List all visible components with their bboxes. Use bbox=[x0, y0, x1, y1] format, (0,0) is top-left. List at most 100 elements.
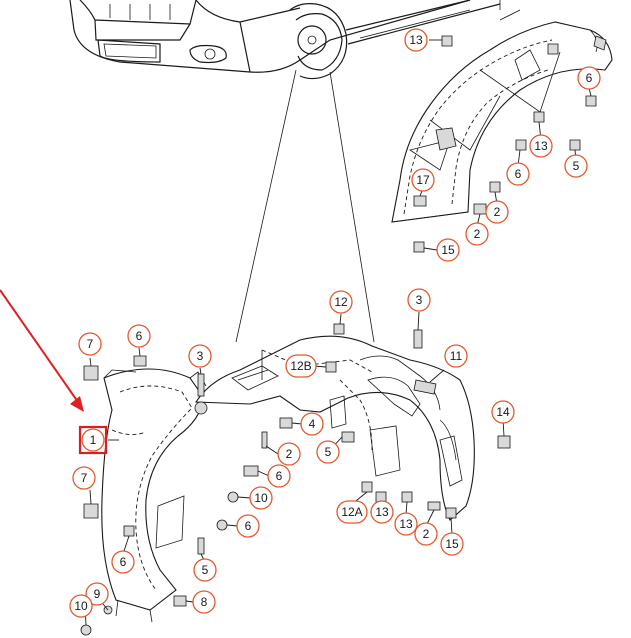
callout-10: 10 bbox=[69, 594, 93, 618]
callout-8: 8 bbox=[192, 590, 216, 614]
callout-circle bbox=[506, 162, 530, 186]
car-front-illustration bbox=[69, 0, 501, 80]
callout-label: 14 bbox=[496, 405, 510, 419]
callout-circle bbox=[85, 582, 109, 606]
callout-label: 2 bbox=[494, 205, 501, 219]
callout-7: 7 bbox=[78, 332, 102, 356]
callout-label: 6 bbox=[276, 469, 283, 483]
callout-label: 6 bbox=[136, 329, 143, 343]
callout-12: 12 bbox=[329, 290, 353, 314]
callout-circle bbox=[127, 324, 151, 348]
callout-label: 10 bbox=[74, 599, 88, 613]
callout-label: 13 bbox=[534, 139, 548, 153]
callout-label: 5 bbox=[202, 563, 209, 577]
callout-3: 3 bbox=[407, 288, 431, 312]
callout-6: 6 bbox=[577, 66, 601, 90]
callout-label: 2 bbox=[474, 227, 481, 241]
callout-circle bbox=[440, 532, 464, 556]
callout-9: 9 bbox=[85, 582, 109, 606]
callout-circle bbox=[111, 550, 135, 574]
callout-circle bbox=[267, 464, 291, 488]
callout-circle bbox=[414, 522, 438, 546]
callout-5: 5 bbox=[564, 154, 588, 178]
callout-13: 13 bbox=[404, 28, 428, 52]
callout-label: 12 bbox=[334, 295, 348, 309]
callout-circle bbox=[78, 332, 102, 356]
callout-label: 1 bbox=[90, 433, 97, 447]
callout-11: 11 bbox=[444, 344, 468, 368]
rear-wheel-arch-liner bbox=[391, 9, 613, 253]
callout-circle bbox=[485, 200, 509, 224]
callout-circle bbox=[316, 440, 340, 464]
assembly-lines bbox=[235, 0, 501, 343]
callout-15: 15 bbox=[440, 532, 464, 556]
callout-circle bbox=[411, 168, 435, 192]
callout-label: 7 bbox=[81, 471, 88, 485]
callout-12a: 12A bbox=[336, 500, 368, 524]
callout-circle bbox=[236, 514, 260, 538]
callout-circle bbox=[577, 66, 601, 90]
callout-label: 4 bbox=[309, 417, 316, 431]
callout-14: 14 bbox=[491, 400, 515, 424]
callout-4: 4 bbox=[300, 412, 324, 436]
callout-7: 7 bbox=[72, 466, 96, 490]
callout-13: 13 bbox=[529, 134, 553, 158]
highlight-arrow bbox=[0, 289, 84, 412]
callout-1: 1 bbox=[81, 428, 105, 452]
callout-6: 6 bbox=[127, 324, 151, 348]
callout-circle bbox=[407, 288, 431, 312]
callout-circle bbox=[249, 486, 273, 510]
callout-2: 2 bbox=[465, 222, 489, 246]
callout-circle bbox=[69, 594, 93, 618]
callout-label: 9 bbox=[94, 587, 101, 601]
callout-2: 2 bbox=[414, 522, 438, 546]
callout-label: 17 bbox=[416, 173, 430, 187]
callout-label: 15 bbox=[445, 537, 459, 551]
callout-label: 3 bbox=[197, 349, 204, 363]
callout-circle bbox=[300, 412, 324, 436]
callout-label: 12A bbox=[341, 505, 362, 519]
callout-circle bbox=[285, 354, 317, 378]
callout-6: 6 bbox=[506, 162, 530, 186]
callout-5: 5 bbox=[316, 440, 340, 464]
callout-circle bbox=[193, 558, 217, 582]
callout-10: 10 bbox=[249, 486, 273, 510]
callout-15: 15 bbox=[436, 238, 460, 262]
front-wheel-arch-liner-rear bbox=[195, 335, 475, 521]
fasteners bbox=[80, 35, 597, 636]
callout-label: 3 bbox=[416, 293, 423, 307]
callout-circle bbox=[192, 590, 216, 614]
callout-label: 2 bbox=[423, 527, 430, 541]
callout-circle bbox=[404, 28, 428, 52]
highlight-box bbox=[78, 425, 108, 455]
callout-circle bbox=[465, 222, 489, 246]
callout-6: 6 bbox=[236, 514, 260, 538]
callout-label: 8 bbox=[201, 595, 208, 609]
callout-12b: 12B bbox=[285, 354, 317, 378]
callout-5: 5 bbox=[193, 558, 217, 582]
callout-label: 6 bbox=[245, 519, 252, 533]
callout-label: 5 bbox=[325, 445, 332, 459]
callout-label: 6 bbox=[120, 555, 127, 569]
callout-label: 11 bbox=[450, 349, 463, 363]
callout-17: 17 bbox=[411, 168, 435, 192]
callout-layer: 1222233455566666677891010111212A12B13131… bbox=[69, 28, 601, 618]
callout-circle bbox=[529, 134, 553, 158]
callout-label: 13 bbox=[409, 33, 423, 47]
callout-circle bbox=[188, 344, 212, 368]
callout-label: 15 bbox=[441, 243, 455, 257]
callout-label: 13 bbox=[375, 505, 389, 519]
callout-2: 2 bbox=[485, 200, 509, 224]
callout-circle bbox=[444, 344, 468, 368]
front-wheel-arch-liner-front bbox=[101, 368, 207, 623]
callout-3: 3 bbox=[188, 344, 212, 368]
callout-label: 2 bbox=[286, 447, 293, 461]
callout-13: 13 bbox=[394, 512, 418, 536]
callout-circle bbox=[436, 238, 460, 262]
callout-label: 7 bbox=[87, 337, 94, 351]
callout-6: 6 bbox=[111, 550, 135, 574]
callout-13: 13 bbox=[370, 500, 394, 524]
callout-circle bbox=[336, 500, 368, 524]
callout-label: 10 bbox=[254, 491, 268, 505]
